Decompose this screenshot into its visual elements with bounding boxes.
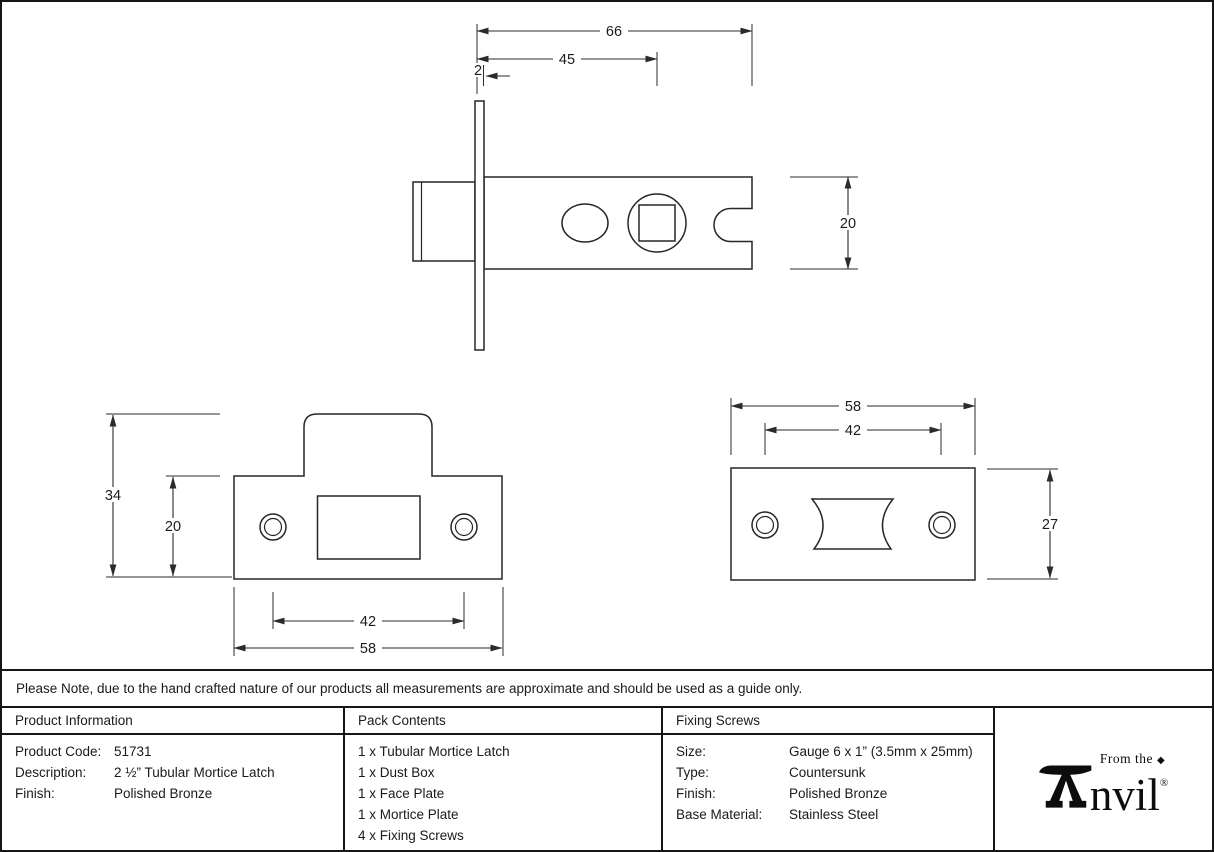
face-plate-dimension-labels: 58 42 27 — [839, 399, 1064, 533]
product-information-header: Product Information — [2, 708, 343, 735]
table-row: Finish: Polished Bronze — [676, 787, 987, 801]
pack-contents-body: 1 x Tubular Mortice Latch 1 x Dust Box 1… — [345, 735, 661, 850]
logo-text: From the◆ nvil® — [1090, 747, 1169, 818]
dim-strike-plate-height: 20 — [165, 519, 181, 535]
strike-plate-view: 34 20 42 58 — [99, 413, 504, 657]
row-label: Type: — [676, 765, 710, 780]
row-label: Base Material: — [676, 807, 763, 822]
face-screw-hole-right — [928, 511, 956, 539]
pack-contents-column: Pack Contents 1 x Tubular Mortice Latch … — [345, 708, 663, 850]
list-item: 4 x Fixing Screws — [358, 828, 464, 843]
dim-backset: 45 — [559, 52, 575, 68]
product-information-body: Product Code: 51731 Description: 2 ½” Tu… — [2, 735, 343, 850]
strike-screw-hole-right-inner — [454, 517, 474, 537]
product-information-column: Product Information Product Code: 51731 … — [2, 708, 345, 850]
row-value: 51731 — [114, 744, 152, 759]
brand-logo-cell: From the◆ nvil® — [995, 708, 1212, 850]
dim-faceplate-thickness: 2 — [474, 63, 482, 79]
list-item: 1 x Tubular Mortice Latch — [358, 744, 510, 759]
latch-case-outline — [483, 176, 753, 270]
face-plate-view: 58 42 27 — [730, 398, 1064, 581]
dim-overall-length: 66 — [606, 24, 622, 40]
dim-strike-screw-spacing: 42 — [360, 614, 376, 630]
anvil-icon — [1038, 764, 1092, 808]
dim-face-plate-height: 27 — [1042, 517, 1058, 533]
face-screw-hole-right-inner — [932, 515, 952, 535]
list-item: 1 x Mortice Plate — [358, 807, 459, 822]
table-row: Size: Gauge 6 x 1” (3.5mm x 25mm) — [676, 745, 987, 759]
info-section: Please Note, due to the hand crafted nat… — [2, 669, 1212, 850]
row-value: Countersunk — [789, 765, 866, 780]
face-screw-hole-left-inner — [755, 515, 775, 535]
spindle-square-hole — [638, 204, 676, 242]
row-label: Product Code: — [15, 744, 102, 759]
row-value: Polished Bronze — [114, 786, 213, 801]
logo-diamond-icon: ◆ — [1156, 754, 1166, 766]
dim-face-plate-width: 58 — [845, 399, 861, 415]
logo-brand-text: nvil — [1089, 769, 1160, 820]
dim-face-screw-spacing: 42 — [845, 423, 861, 439]
table-row: Base Material: Stainless Steel — [676, 808, 987, 822]
pack-contents-header: Pack Contents — [345, 708, 661, 735]
latch-side-view: 66 45 2 20 — [412, 23, 862, 351]
table-row: Description: 2 ½” Tubular Mortice Latch — [15, 766, 337, 780]
from-the-anvil-logo: From the◆ nvil® — [1038, 747, 1169, 818]
latch-slot-hole — [561, 203, 609, 243]
row-value: Stainless Steel — [789, 807, 879, 822]
logo-tagline: From the — [1099, 750, 1153, 766]
row-label: Description: — [15, 765, 87, 780]
row-label: Size: — [676, 744, 707, 759]
technical-drawings: 66 45 2 20 — [99, 23, 1064, 657]
list-item: 1 x Dust Box — [358, 765, 435, 780]
product-table: Product Information Product Code: 51731 … — [2, 708, 1212, 850]
measurement-note: Please Note, due to the hand crafted nat… — [2, 669, 1212, 708]
fixing-screws-body: Size: Gauge 6 x 1” (3.5mm x 25mm) Type: … — [663, 735, 993, 850]
latch-bolt — [412, 181, 476, 262]
row-value: Gauge 6 x 1” (3.5mm x 25mm) — [789, 744, 973, 759]
dim-strike-plate-width: 58 — [360, 641, 376, 657]
face-plate-bolt-opening — [810, 498, 895, 550]
dim-case-height: 20 — [840, 216, 856, 232]
strike-screw-hole-left-inner — [263, 517, 283, 537]
strike-screw-hole-left — [259, 513, 287, 541]
strike-plate-opening — [316, 495, 421, 560]
fixing-screws-column: Fixing Screws Size: Gauge 6 x 1” (3.5mm … — [663, 708, 995, 850]
fixing-screws-header: Fixing Screws — [663, 708, 993, 735]
row-label: Finish: — [676, 786, 716, 801]
strike-plate-extension-lines — [106, 413, 504, 656]
row-value: Polished Bronze — [789, 786, 888, 801]
row-value: 2 ½” Tubular Mortice Latch — [114, 765, 275, 780]
measurement-note-text: Please Note, due to the hand crafted nat… — [16, 681, 803, 696]
strike-screw-hole-right — [450, 513, 478, 541]
latch-dimension-labels: 66 45 2 20 — [471, 23, 862, 232]
list-item: 1 x Face Plate — [358, 786, 445, 801]
table-row: Finish: Polished Bronze — [15, 787, 337, 801]
strike-plate-dimension-labels: 34 20 42 58 — [99, 487, 382, 657]
registered-trademark: ® — [1159, 776, 1169, 789]
table-row: Type: Countersunk — [676, 766, 987, 780]
row-label: Finish: — [15, 786, 55, 801]
face-screw-hole-left — [751, 511, 779, 539]
dim-strike-overall-height: 34 — [105, 488, 121, 504]
table-row: Product Code: 51731 — [15, 745, 337, 759]
latch-faceplate — [474, 100, 485, 351]
